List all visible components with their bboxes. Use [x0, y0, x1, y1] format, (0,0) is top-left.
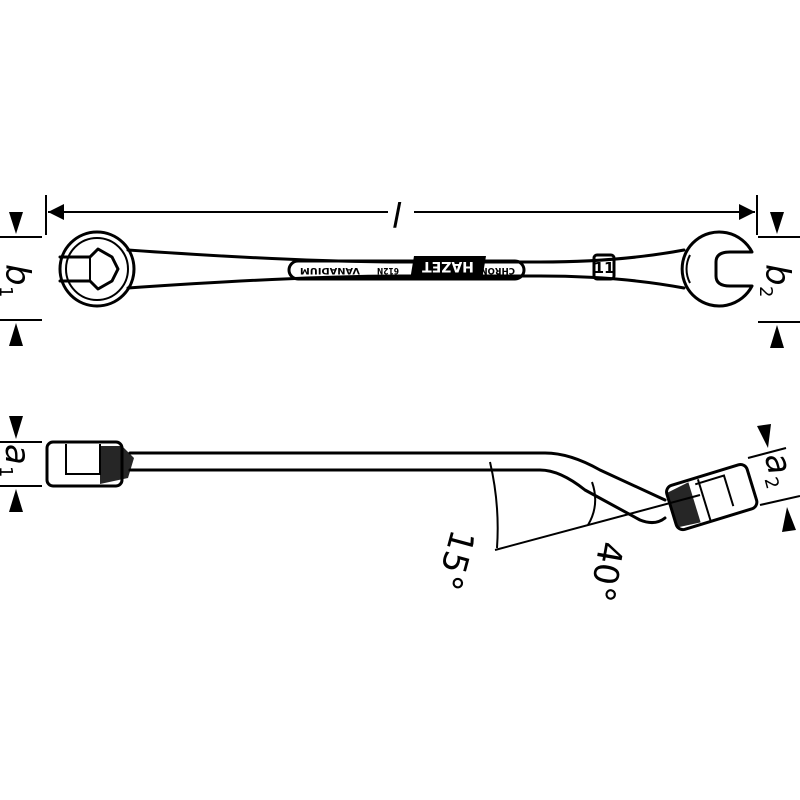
- b1-dimension: b 1: [0, 212, 42, 346]
- marking-text-vanadium: VANADIUM: [300, 265, 360, 275]
- b2-letter: b: [757, 264, 797, 286]
- a2-sub: 2: [760, 475, 783, 491]
- wrench-side-view: 15° 40°: [45, 440, 759, 605]
- a2-letter: a: [756, 448, 800, 478]
- size-marking: 11: [594, 259, 615, 277]
- b1-letter: b: [0, 264, 37, 286]
- a1-sub: 1: [0, 466, 16, 477]
- a2-dimension: a 2: [747, 424, 800, 532]
- b2-dimension: b 2: [755, 212, 800, 348]
- marking-text-612n: 612N: [377, 265, 399, 275]
- marking-band: [287, 259, 526, 281]
- wrench-top-view: VANADIUM 612N CHROM HAZET 11: [58, 230, 754, 308]
- b2-sub: 2: [755, 286, 776, 297]
- length-dimension: l: [45, 195, 758, 237]
- a1-dimension: a 1: [0, 416, 42, 512]
- length-label: l: [392, 197, 402, 237]
- angle-40-label: 40°: [581, 538, 631, 604]
- a1-letter: a: [0, 444, 37, 465]
- angle-15-label: 15°: [428, 526, 482, 595]
- marking-text-chrom: CHROM: [479, 265, 515, 275]
- svg-text:HAZET: HAZET: [422, 258, 474, 274]
- brand-logo: [410, 256, 486, 280]
- b1-sub: 1: [0, 286, 16, 297]
